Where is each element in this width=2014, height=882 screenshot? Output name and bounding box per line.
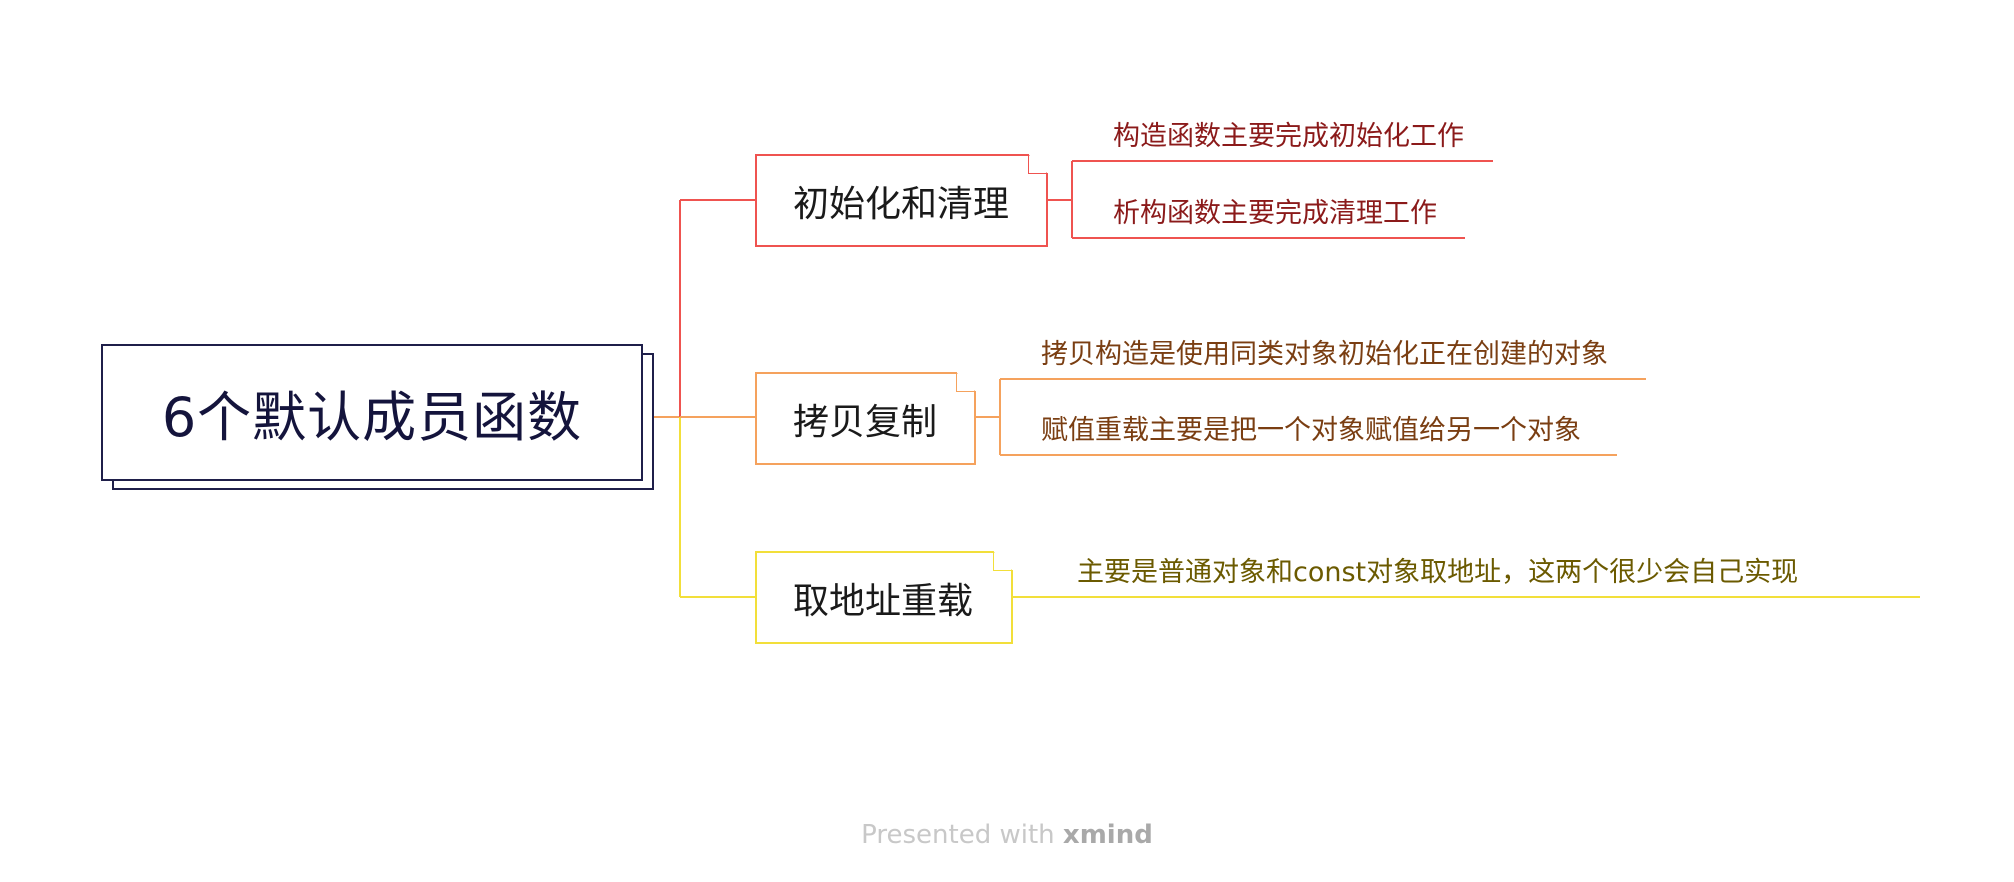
branch-node-copy[interactable]: 拷贝复制 — [755, 372, 976, 465]
note-fold-icon — [1028, 154, 1048, 174]
root-node[interactable]: 6个默认成员函数 — [101, 344, 643, 481]
xmind-logo-text: xmind — [1062, 820, 1153, 850]
leaf-text[interactable]: 析构函数主要完成清理工作 — [1113, 198, 1437, 229]
branch-title: 取地址重载 — [793, 580, 974, 622]
leaf-text[interactable]: 主要是普通对象和const对象取地址，这两个很少会自己实现 — [1077, 557, 1799, 588]
leaf-text[interactable]: 赋值重载主要是把一个对象赋值给另一个对象 — [1041, 415, 1581, 446]
footer-prefix: Presented with — [861, 820, 1063, 850]
branch-node-address-overload[interactable]: 取地址重载 — [755, 551, 1013, 644]
branch-title: 拷贝复制 — [793, 401, 938, 443]
note-fold-icon — [956, 372, 976, 392]
root-title: 6个默认成员函数 — [161, 386, 583, 449]
branch-title: 初始化和清理 — [793, 183, 1010, 225]
branch-node-init-cleanup[interactable]: 初始化和清理 — [755, 154, 1048, 247]
leaf-text[interactable]: 拷贝构造是使用同类对象初始化正在创建的对象 — [1041, 339, 1608, 370]
leaf-text[interactable]: 构造函数主要完成初始化工作 — [1113, 121, 1464, 152]
footer-credit: Presented with xmind — [0, 820, 2014, 850]
note-fold-icon — [993, 551, 1013, 571]
